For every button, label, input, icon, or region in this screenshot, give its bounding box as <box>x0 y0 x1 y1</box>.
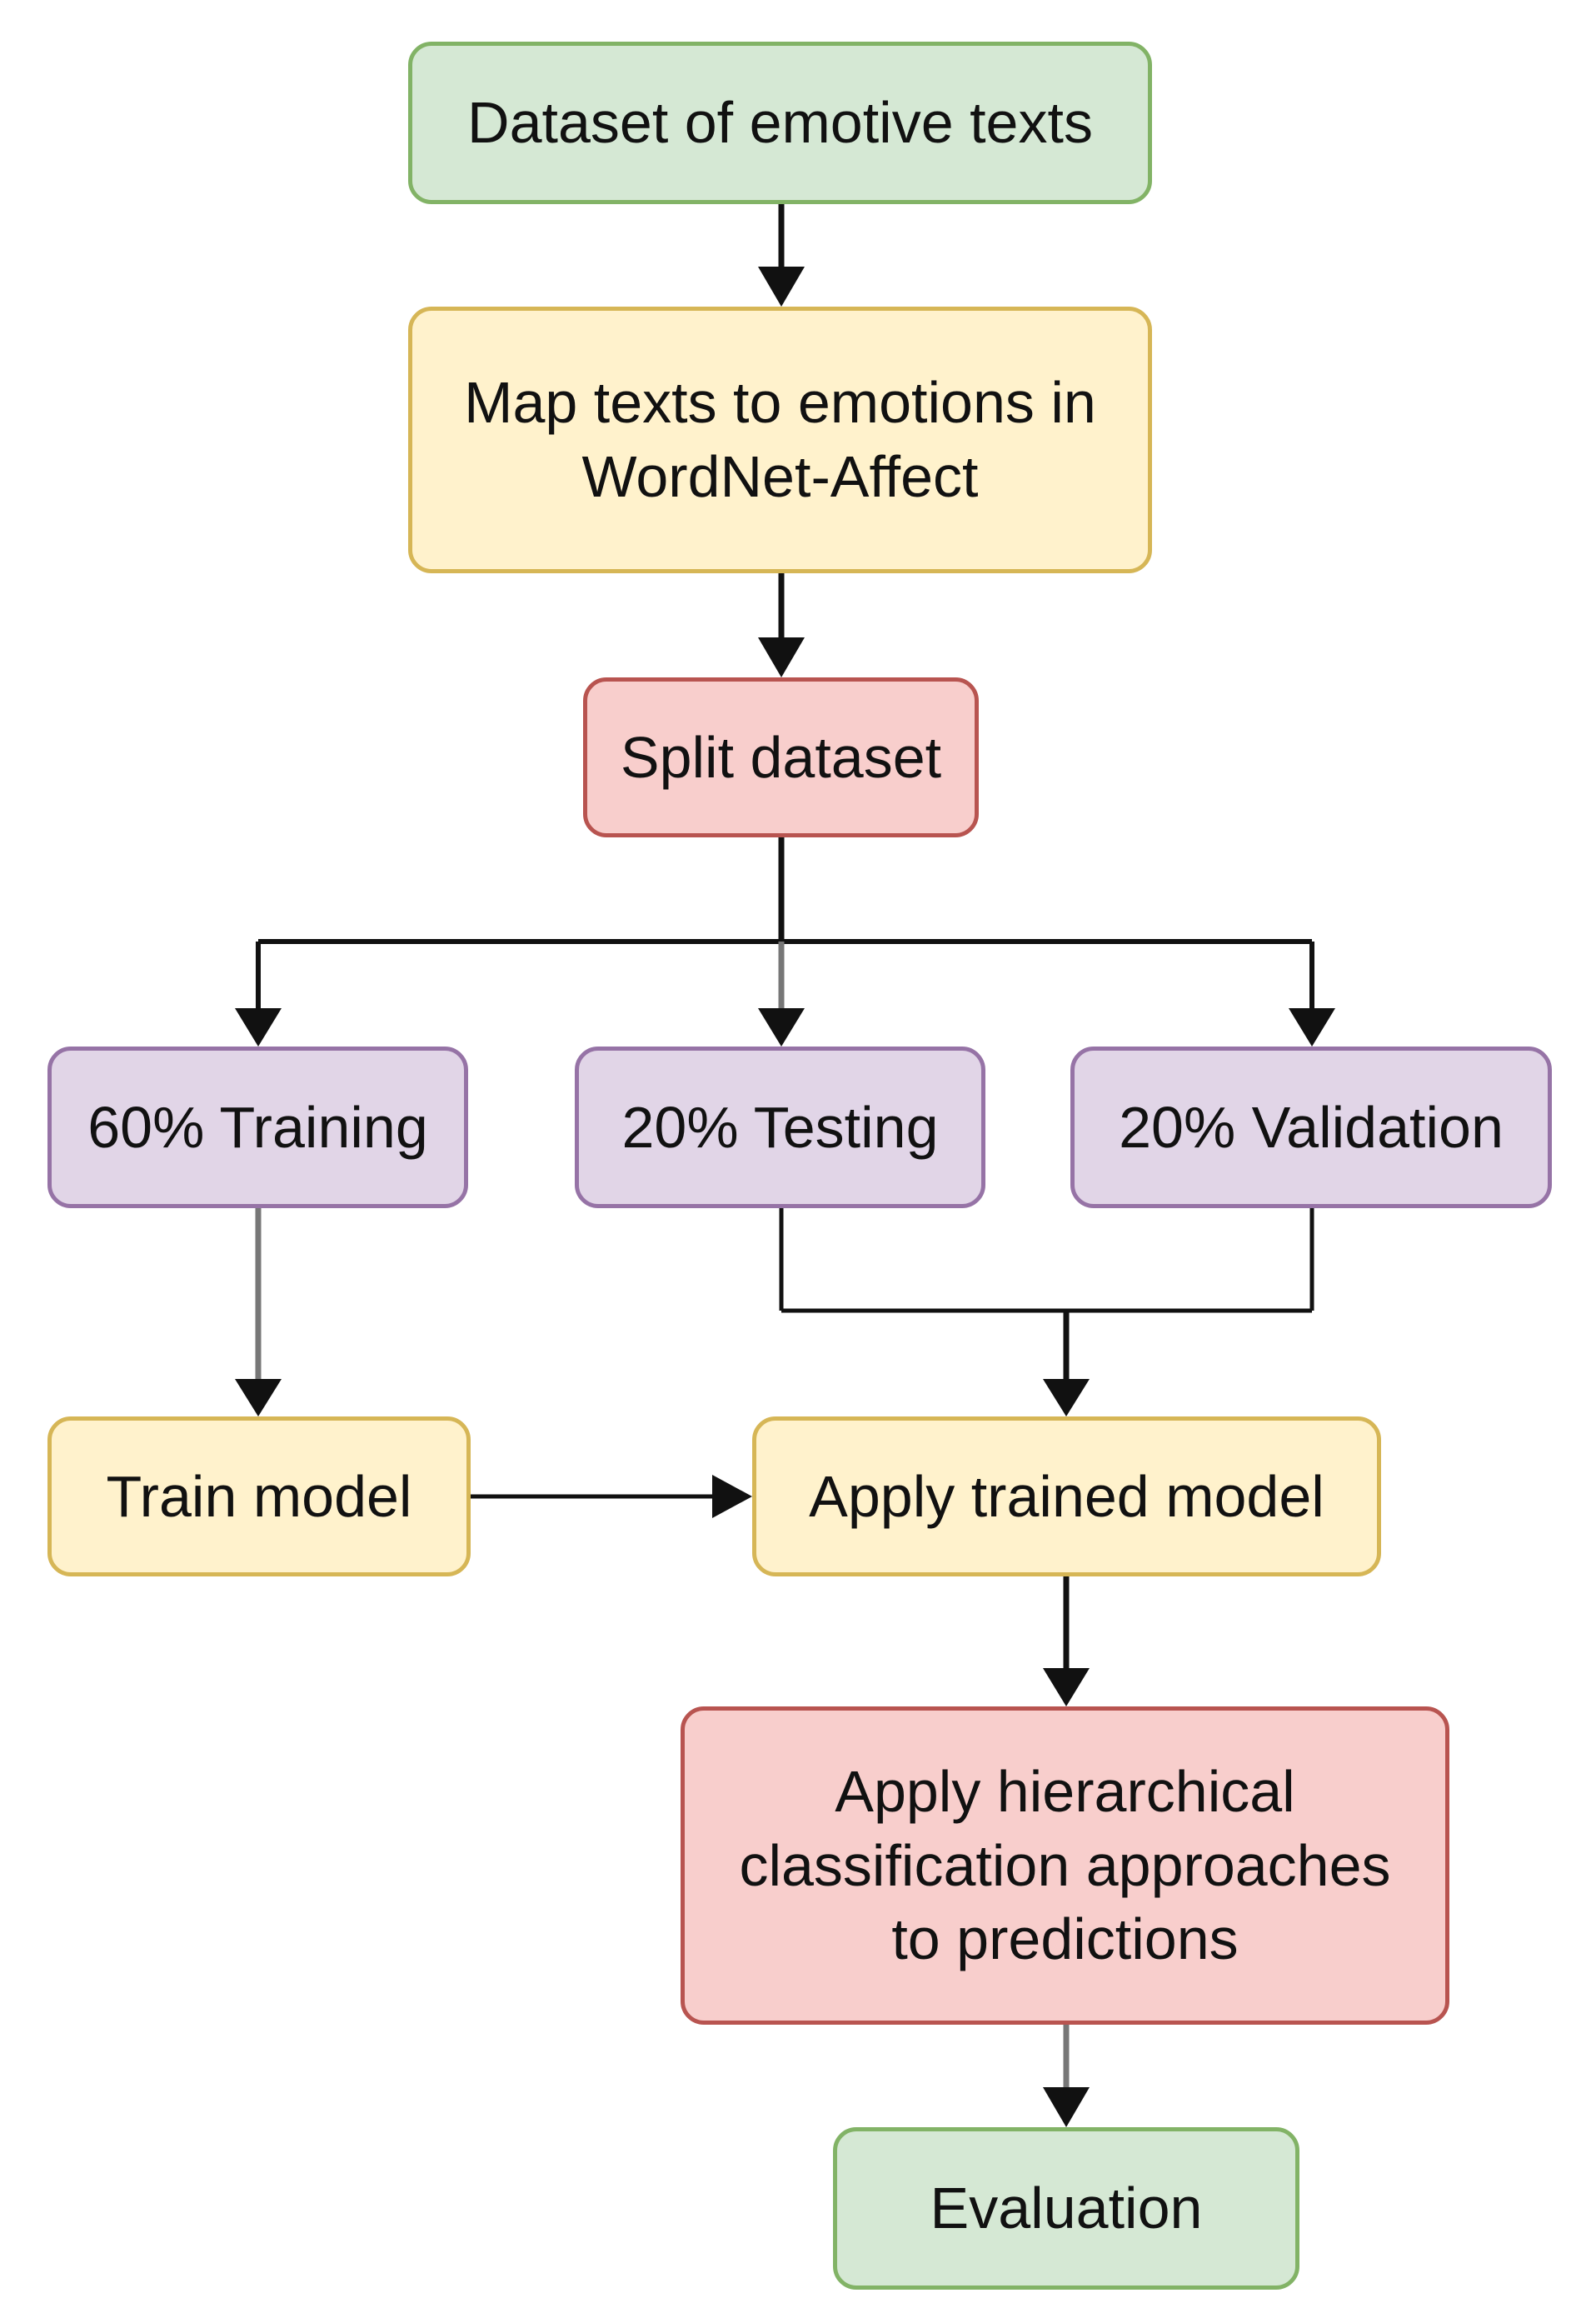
node-train-model: Train model <box>47 1416 471 1576</box>
node-evaluation-label: Evaluation <box>930 2176 1203 2241</box>
node-apply-trained-model-label: Apply trained model <box>809 1463 1324 1529</box>
node-map-texts-label: Map texts to emotions in WordNet-Affect <box>464 370 1096 509</box>
node-dataset: Dataset of emotive texts <box>408 42 1152 204</box>
node-train-model-label: Train model <box>106 1463 412 1529</box>
node-validation: 20% Validation <box>1070 1047 1552 1208</box>
node-testing: 20% Testing <box>575 1047 985 1208</box>
node-evaluation: Evaluation <box>833 2127 1299 2290</box>
node-hierarchical-classification-label: Apply hierarchical classification approa… <box>739 1758 1391 1972</box>
edge-apply-model-to-hierarchical <box>1043 1576 1090 1706</box>
node-validation-label: 20% Validation <box>1119 1094 1504 1160</box>
node-apply-trained-model: Apply trained model <box>752 1416 1381 1576</box>
node-training-label: 60% Training <box>87 1094 428 1160</box>
node-testing-label: 20% Testing <box>621 1094 939 1160</box>
node-split-dataset: Split dataset <box>583 677 979 837</box>
edge-testing-validation-to-apply-model <box>779 1208 1314 1416</box>
edge-split-to-testing <box>758 942 805 1047</box>
node-dataset-label: Dataset of emotive texts <box>467 90 1093 156</box>
node-split-dataset-label: Split dataset <box>620 724 942 790</box>
edge-dataset-to-map <box>758 204 805 307</box>
node-training: 60% Training <box>47 1047 468 1208</box>
node-hierarchical-classification: Apply hierarchical classification approa… <box>681 1706 1449 2025</box>
edge-training-to-train-model <box>235 1208 282 1416</box>
edge-split-to-validation <box>1289 942 1335 1047</box>
edge-split-to-training <box>235 942 282 1047</box>
edge-split-to-branches <box>258 837 1312 944</box>
edge-train-model-to-apply-model <box>471 1475 752 1518</box>
node-map-texts: Map texts to emotions in WordNet-Affect <box>408 307 1152 573</box>
edge-map-to-split <box>758 573 805 677</box>
edge-hierarchical-to-evaluation <box>1043 2025 1090 2127</box>
